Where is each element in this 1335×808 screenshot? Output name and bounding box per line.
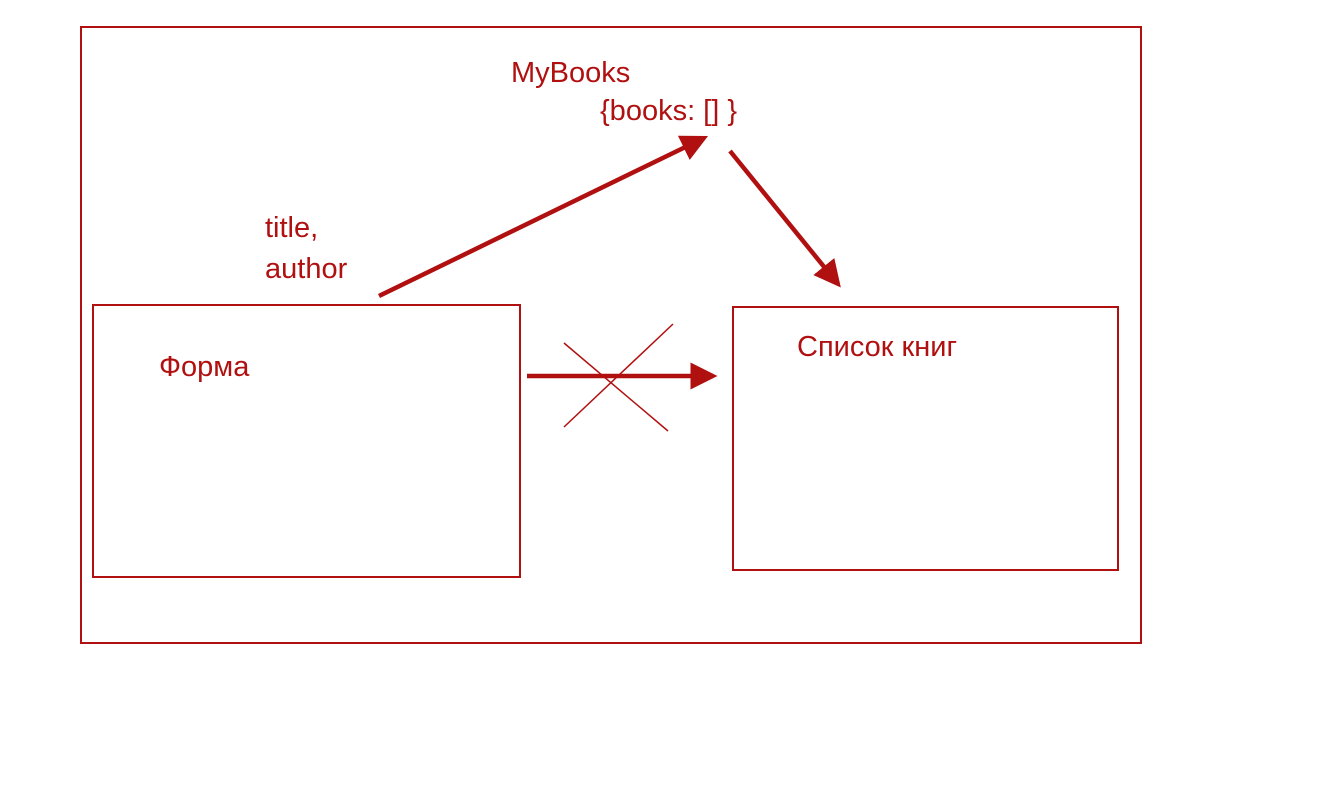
form-component-box: [92, 304, 521, 578]
list-component-box: [732, 306, 1119, 571]
list-component-label: Список книг: [797, 331, 958, 363]
cross-line-1: [563, 342, 669, 432]
parent-component-name: MyBooks: [511, 57, 631, 89]
parent-component-box: [80, 26, 1142, 644]
arrow-parent-to-list: [728, 149, 841, 288]
arrow-form-to-parent: [378, 135, 709, 299]
parent-component-state: {books: [] }: [600, 95, 738, 127]
cross-mark: [563, 323, 674, 432]
props-label-title: title,: [265, 212, 319, 244]
props-label-author: author: [265, 253, 348, 285]
form-component-label: Форма: [159, 351, 250, 383]
cross-line-2: [563, 323, 674, 428]
